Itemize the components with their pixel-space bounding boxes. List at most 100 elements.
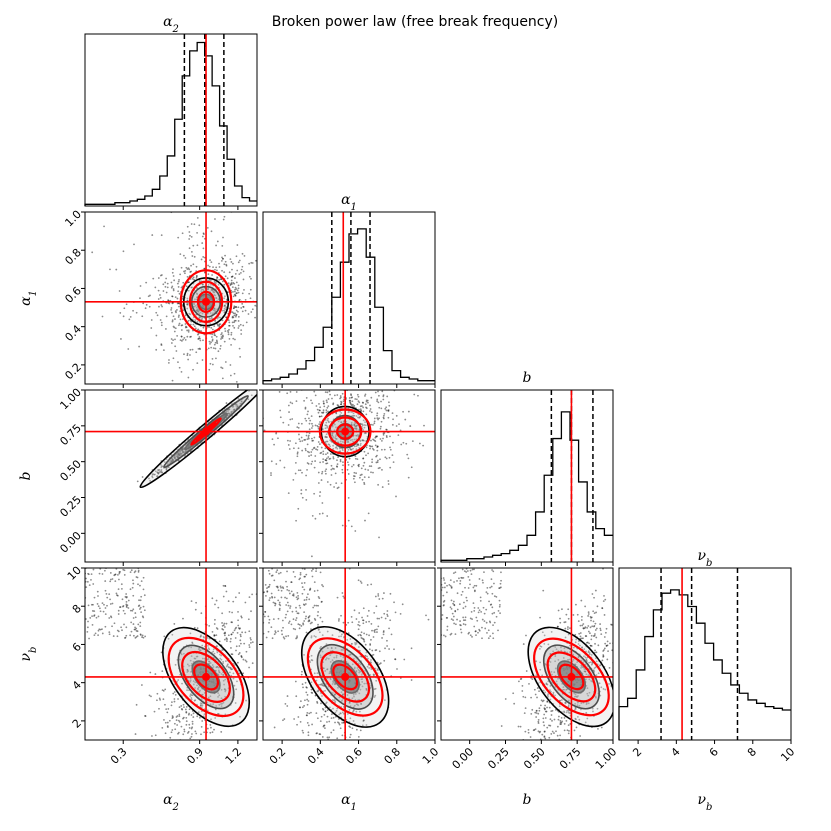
sample-point: [370, 411, 373, 414]
sample-point: [548, 736, 551, 739]
sample-point: [222, 628, 225, 631]
sample-point: [303, 439, 306, 441]
sample-point: [165, 467, 168, 470]
sample-point: [351, 403, 354, 406]
sample-point: [300, 766, 302, 768]
sample-point: [319, 733, 322, 736]
sample-point: [574, 707, 577, 710]
sample-point: [222, 236, 224, 239]
sample-point: [326, 401, 328, 404]
sample-point: [161, 471, 163, 474]
sample-point: [388, 380, 390, 382]
sample-point: [199, 339, 202, 342]
sample-point: [329, 740, 331, 742]
sample-point: [132, 634, 135, 637]
sample-point: [197, 686, 200, 689]
sample-point: [283, 718, 286, 720]
sample-point: [186, 689, 188, 692]
sample-point: [232, 307, 235, 309]
sample-point: [177, 324, 180, 327]
sample-point: [330, 646, 333, 649]
sample-point: [233, 408, 236, 411]
sample-point: [190, 286, 193, 289]
sample-point: [231, 653, 234, 656]
sample-point: [324, 436, 327, 439]
sample-point: [216, 276, 218, 278]
sample-point: [553, 671, 556, 674]
sample-point: [178, 453, 181, 455]
sample-point: [615, 682, 617, 684]
sample-point: [316, 732, 318, 735]
sample-point: [259, 418, 261, 420]
sample-point: [282, 636, 285, 639]
sample-point: [214, 218, 216, 220]
sample-point: [339, 303, 341, 305]
sample-point: [121, 598, 124, 601]
sample-point: [196, 308, 199, 311]
sample-point: [286, 439, 289, 442]
sample-point: [223, 305, 226, 308]
sample-point: [580, 637, 583, 640]
sample-point: [120, 583, 123, 586]
sample-point: [192, 323, 195, 326]
sample-point: [196, 684, 198, 687]
sample-point: [108, 631, 111, 634]
sample-point: [161, 274, 163, 276]
sample-point: [174, 663, 177, 666]
sample-point: [232, 337, 235, 340]
sample-point: [365, 385, 367, 387]
sample-point: [363, 483, 366, 486]
sample-point: [392, 461, 395, 464]
sample-point: [235, 688, 238, 691]
sample-point: [539, 645, 542, 648]
sample-point: [257, 441, 259, 443]
sample-point: [180, 705, 183, 707]
sample-point: [364, 380, 366, 382]
sample-point: [368, 634, 370, 637]
sample-point: [233, 326, 236, 329]
sample-point: [383, 659, 386, 662]
sample-point: [201, 312, 204, 315]
sample-point: [360, 703, 363, 706]
sample-point: [170, 704, 173, 707]
sample-point: [323, 405, 326, 408]
sample-point: [321, 736, 324, 738]
sample-point: [298, 578, 301, 581]
x-tick-label: 0.9: [184, 745, 206, 767]
sample-point: [254, 380, 256, 382]
sample-point: [183, 652, 185, 655]
sample-point: [178, 366, 181, 369]
sample-point: [189, 313, 192, 316]
sample-point: [184, 451, 186, 454]
sample-point: [370, 423, 373, 426]
sample-point: [446, 625, 449, 628]
sample-point: [214, 320, 216, 322]
sample-point: [186, 671, 189, 673]
sample-point: [183, 730, 186, 733]
sample-point: [294, 628, 297, 631]
sample-point: [252, 400, 254, 402]
sample-point: [210, 230, 213, 233]
sample-point: [389, 466, 392, 469]
sample-point: [314, 619, 317, 621]
sample-point: [196, 244, 199, 247]
sample-point: [301, 586, 304, 588]
sample-point: [374, 440, 377, 442]
sample-point: [217, 666, 220, 669]
sample-point: [128, 318, 131, 321]
sample-point: [249, 288, 252, 291]
sample-point: [579, 632, 582, 634]
sample-point: [363, 481, 366, 484]
sample-point: [199, 704, 202, 707]
sample-point: [184, 708, 187, 711]
sample-point: [167, 708, 170, 710]
sample-point: [333, 681, 336, 684]
sample-point: [195, 277, 198, 279]
sample-point: [212, 347, 215, 350]
sample-point: [195, 306, 198, 309]
sample-point: [365, 454, 367, 457]
sample-point: [380, 407, 383, 410]
sample-point: [389, 619, 392, 622]
sample-point: [235, 403, 238, 406]
